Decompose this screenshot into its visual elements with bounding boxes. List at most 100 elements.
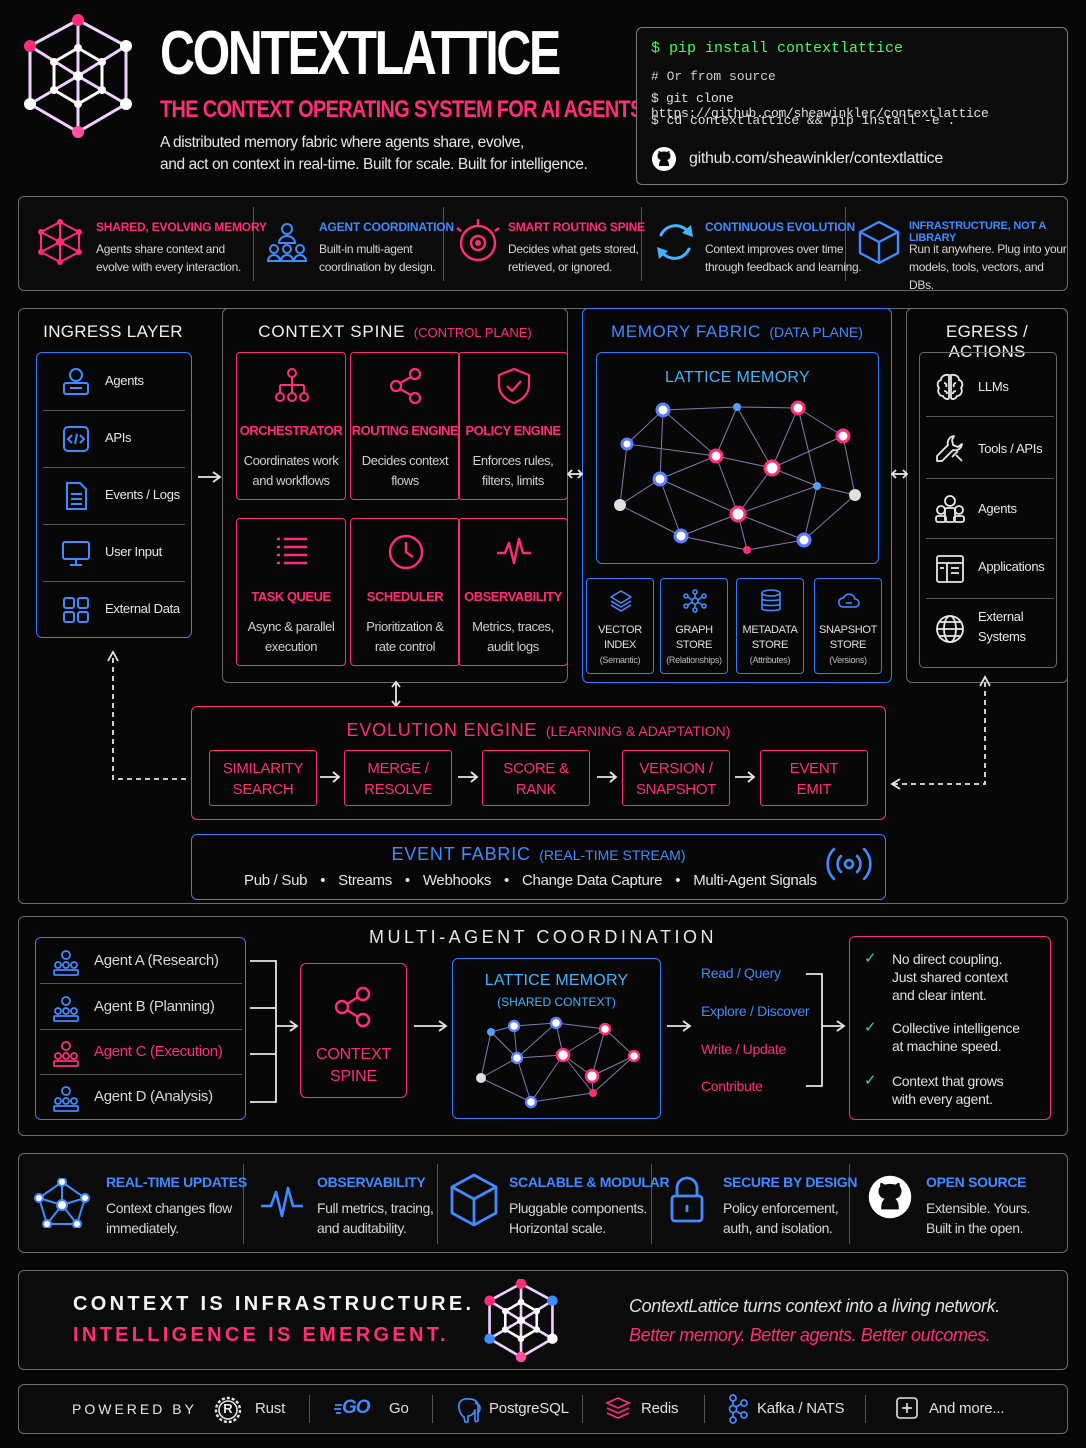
hierarchy-icon <box>273 367 311 405</box>
lattice-title: LATTICE MEMORY <box>665 369 810 386</box>
kafka-icon <box>725 1394 749 1424</box>
pulse-icon <box>495 533 533 571</box>
shared-lattice-network <box>476 1016 641 1109</box>
install-cd[interactable]: $ cd contextlattice && pip install -e . <box>651 113 956 128</box>
policy-engine-cell[interactable]: POLICY ENGINE Enforces rules,filters, li… <box>458 352 568 500</box>
feature-row: SHARED, EVOLVING MEMORY Agents share con… <box>18 196 1068 292</box>
op-contribute[interactable]: Contribute <box>701 1078 763 1094</box>
agent-b[interactable]: Agent B (Planning) <box>40 986 242 1030</box>
flow-arrows <box>107 469 991 790</box>
agent-group-icon <box>52 996 80 1022</box>
egress-item-agents[interactable]: Agents <box>926 479 1054 539</box>
egress-item-llms[interactable]: LLMs <box>926 357 1054 417</box>
install-box: $ pip install contextlattice # Or from s… <box>636 27 1068 185</box>
tools-icon <box>934 433 966 465</box>
egress-item-applications[interactable]: Applications <box>926 539 1054 599</box>
scheduler-cell[interactable]: SCHEDULER Prioritization &rate control <box>350 518 460 666</box>
check-icon: ✓ <box>864 950 877 967</box>
op-explore-discover[interactable]: Explore / Discover <box>701 1003 810 1019</box>
egress-item-tools[interactable]: Tools / APIs <box>926 419 1054 479</box>
share-icon <box>387 367 425 405</box>
install-command[interactable]: $ pip install contextlattice <box>651 40 904 57</box>
repo-link[interactable]: github.com/sheawinkler/contextlattice <box>689 150 943 167</box>
egress-title: EGRESS / ACTIONS <box>946 322 1028 361</box>
ingress-item-agents[interactable]: Agents <box>43 355 185 411</box>
powered-more[interactable]: And more... <box>929 1400 1005 1417</box>
feature-title-0: SHARED, EVOLVING MEMORY <box>96 220 267 234</box>
agent-group-icon <box>52 1086 80 1112</box>
feature-title-3: CONTINUOUS EVOLUTION <box>705 220 856 234</box>
spine-title: CONTEXT SPINE (CONTROL PLANE) <box>258 322 532 341</box>
check-icon: ✓ <box>864 1072 877 1089</box>
egress-list: LLMs Tools / APIs Agents Applications Ex… <box>919 352 1057 668</box>
monitor-icon <box>61 538 91 568</box>
step-score-rank[interactable]: SCORE &RANK <box>482 750 590 806</box>
github-icon <box>651 146 677 172</box>
shield-icon <box>495 367 533 405</box>
document-icon <box>61 481 91 511</box>
memory-fabric <box>582 308 892 683</box>
list-icon <box>273 533 311 571</box>
routing-spine-icon <box>455 217 501 265</box>
globe-icon <box>934 613 966 645</box>
feature-title-1: AGENT COORDINATION <box>319 220 454 234</box>
cube-icon <box>857 219 901 265</box>
agent-a[interactable]: Agent A (Research) <box>40 940 242 984</box>
evolution-engine <box>191 706 886 820</box>
plus-icon <box>896 1397 918 1419</box>
tagline-panel: CONTEXT IS INFRASTRUCTURE. INTELLIGENCE … <box>18 1270 1068 1370</box>
powered-redis: Redis <box>641 1400 679 1417</box>
app-title: CONTEXTLATTICE <box>160 19 561 88</box>
app-subtitle: THE CONTEXT OPERATING SYSTEM FOR AI AGEN… <box>160 96 643 123</box>
lattice-memory: LATTICE MEMORY <box>596 352 879 564</box>
step-version-snapshot[interactable]: VERSION /SNAPSHOT <box>622 750 730 806</box>
agent-d[interactable]: Agent D (Analysis) <box>40 1076 242 1120</box>
ingress-item-external-data[interactable]: External Data <box>43 583 185 639</box>
step-merge-resolve[interactable]: MERGE /RESOLVE <box>344 750 452 806</box>
feature-title-4: INFRASTRUCTURE, NOT A LIBRARY <box>909 220 1046 244</box>
powered-go: Go <box>389 1400 409 1417</box>
agent-group-icon <box>52 1041 80 1067</box>
people-icon <box>934 493 966 525</box>
cloud-icon <box>837 589 861 613</box>
feature-title-2: SMART ROUTING SPINE <box>508 220 645 234</box>
shared-lattice-memory[interactable]: LATTICE MEMORY (SHARED CONTEXT) <box>452 958 661 1119</box>
event-fabric <box>191 834 886 900</box>
code-icon <box>61 424 91 454</box>
agent-c[interactable]: Agent C (Execution) <box>40 1031 242 1075</box>
op-read-query[interactable]: Read / Query <box>701 965 781 981</box>
ingress-item-user-input[interactable]: User Input <box>43 526 185 582</box>
coordination-title: MULTI-AGENT COORDINATION <box>368 927 717 947</box>
elephant-icon <box>456 1396 482 1424</box>
ingress-item-apis[interactable]: APIs <box>43 412 185 468</box>
grid-icon <box>61 595 91 625</box>
install-comment: # Or from source <box>651 69 776 84</box>
brain-icon <box>934 371 966 403</box>
powered-rust: Rust <box>255 1400 286 1417</box>
install-clone[interactable]: $ git clone https://github.com/sheawinkl… <box>651 91 989 121</box>
observability-cell[interactable]: OBSERVABILITY Metrics, traces,audit logs <box>458 518 568 666</box>
database-icon <box>759 589 783 613</box>
agent-group-icon <box>52 950 80 976</box>
op-write-update[interactable]: Write / Update <box>701 1041 787 1057</box>
event-fabric-items: Pub / Sub•Streams•Webhooks•Change Data C… <box>244 872 817 889</box>
ingress-item-events[interactable]: Events / Logs <box>43 469 185 525</box>
app-description: A distributed memory fabric where agents… <box>160 134 588 173</box>
github-icon <box>867 1174 913 1220</box>
powered-by-label: POWERED BY <box>72 1401 197 1417</box>
